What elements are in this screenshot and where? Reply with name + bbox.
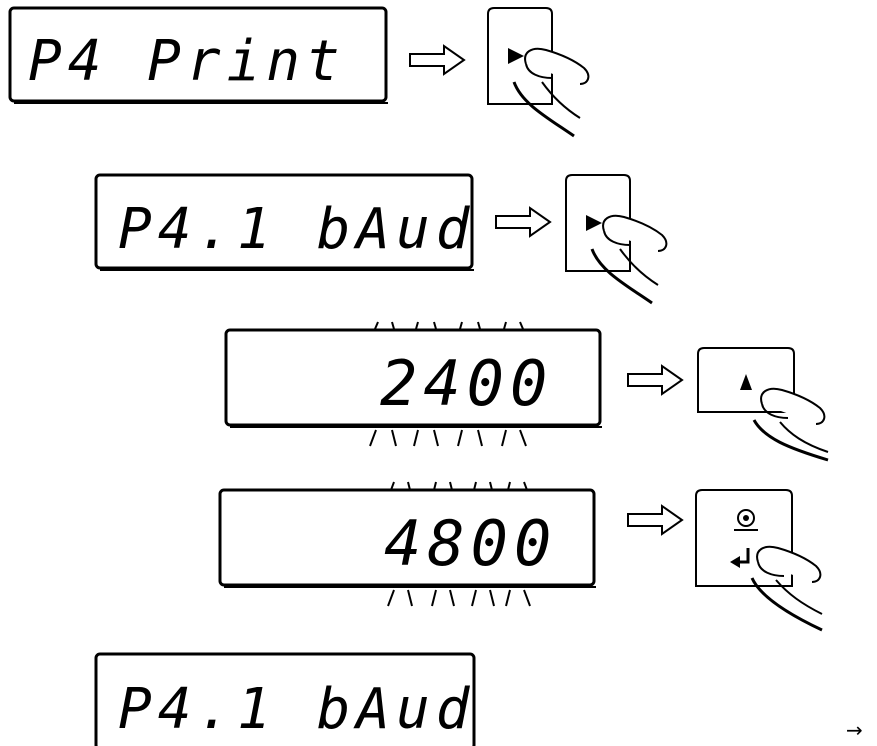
step-5: P4.1 bAud [94,652,476,746]
blink-rays-bottom-1 [369,429,527,447]
finger-icon [590,214,668,305]
hollow-arrow-3 [627,364,684,396]
hollow-arrow-4 [627,504,684,536]
step-3: 2400 [224,321,829,462]
step-1: P4 Print [8,6,590,138]
tare-icon [734,509,758,531]
lcd-text-5: P4.1 bAud [118,677,475,742]
step-4: 4800 [218,481,823,632]
hollow-arrow-1 [409,44,466,76]
lcd-text-2: P4.1 bAud [118,197,475,262]
right-arrow-icon [586,215,602,231]
lcd-display-2 [94,173,474,270]
right-arrow-icon [508,48,524,64]
step-2: P4.1 bAud [94,173,668,305]
up-arrow-icon [740,374,752,390]
continue-arrow-icon: → [846,718,863,742]
finger-icon [750,545,823,632]
lcd-text-3: 2400 [380,347,553,420]
finger-icon [752,387,829,462]
right-button-press [487,7,590,138]
hollow-arrow-2 [495,206,552,238]
blink-rays-bottom-2 [387,589,531,607]
lcd-text-1: P4 Print [28,29,346,94]
lcd-display-1 [8,6,388,103]
enter-button-press [695,489,823,632]
up-button-press [697,347,829,462]
enter-arrow-icon [730,548,750,568]
finger-icon [512,47,590,138]
lcd-display-3 [224,328,602,427]
lcd-text-4: 4800 [384,507,557,580]
right-button-press-2 [565,174,668,305]
lcd-display-5 [94,652,476,746]
lcd-display-4 [218,488,596,587]
